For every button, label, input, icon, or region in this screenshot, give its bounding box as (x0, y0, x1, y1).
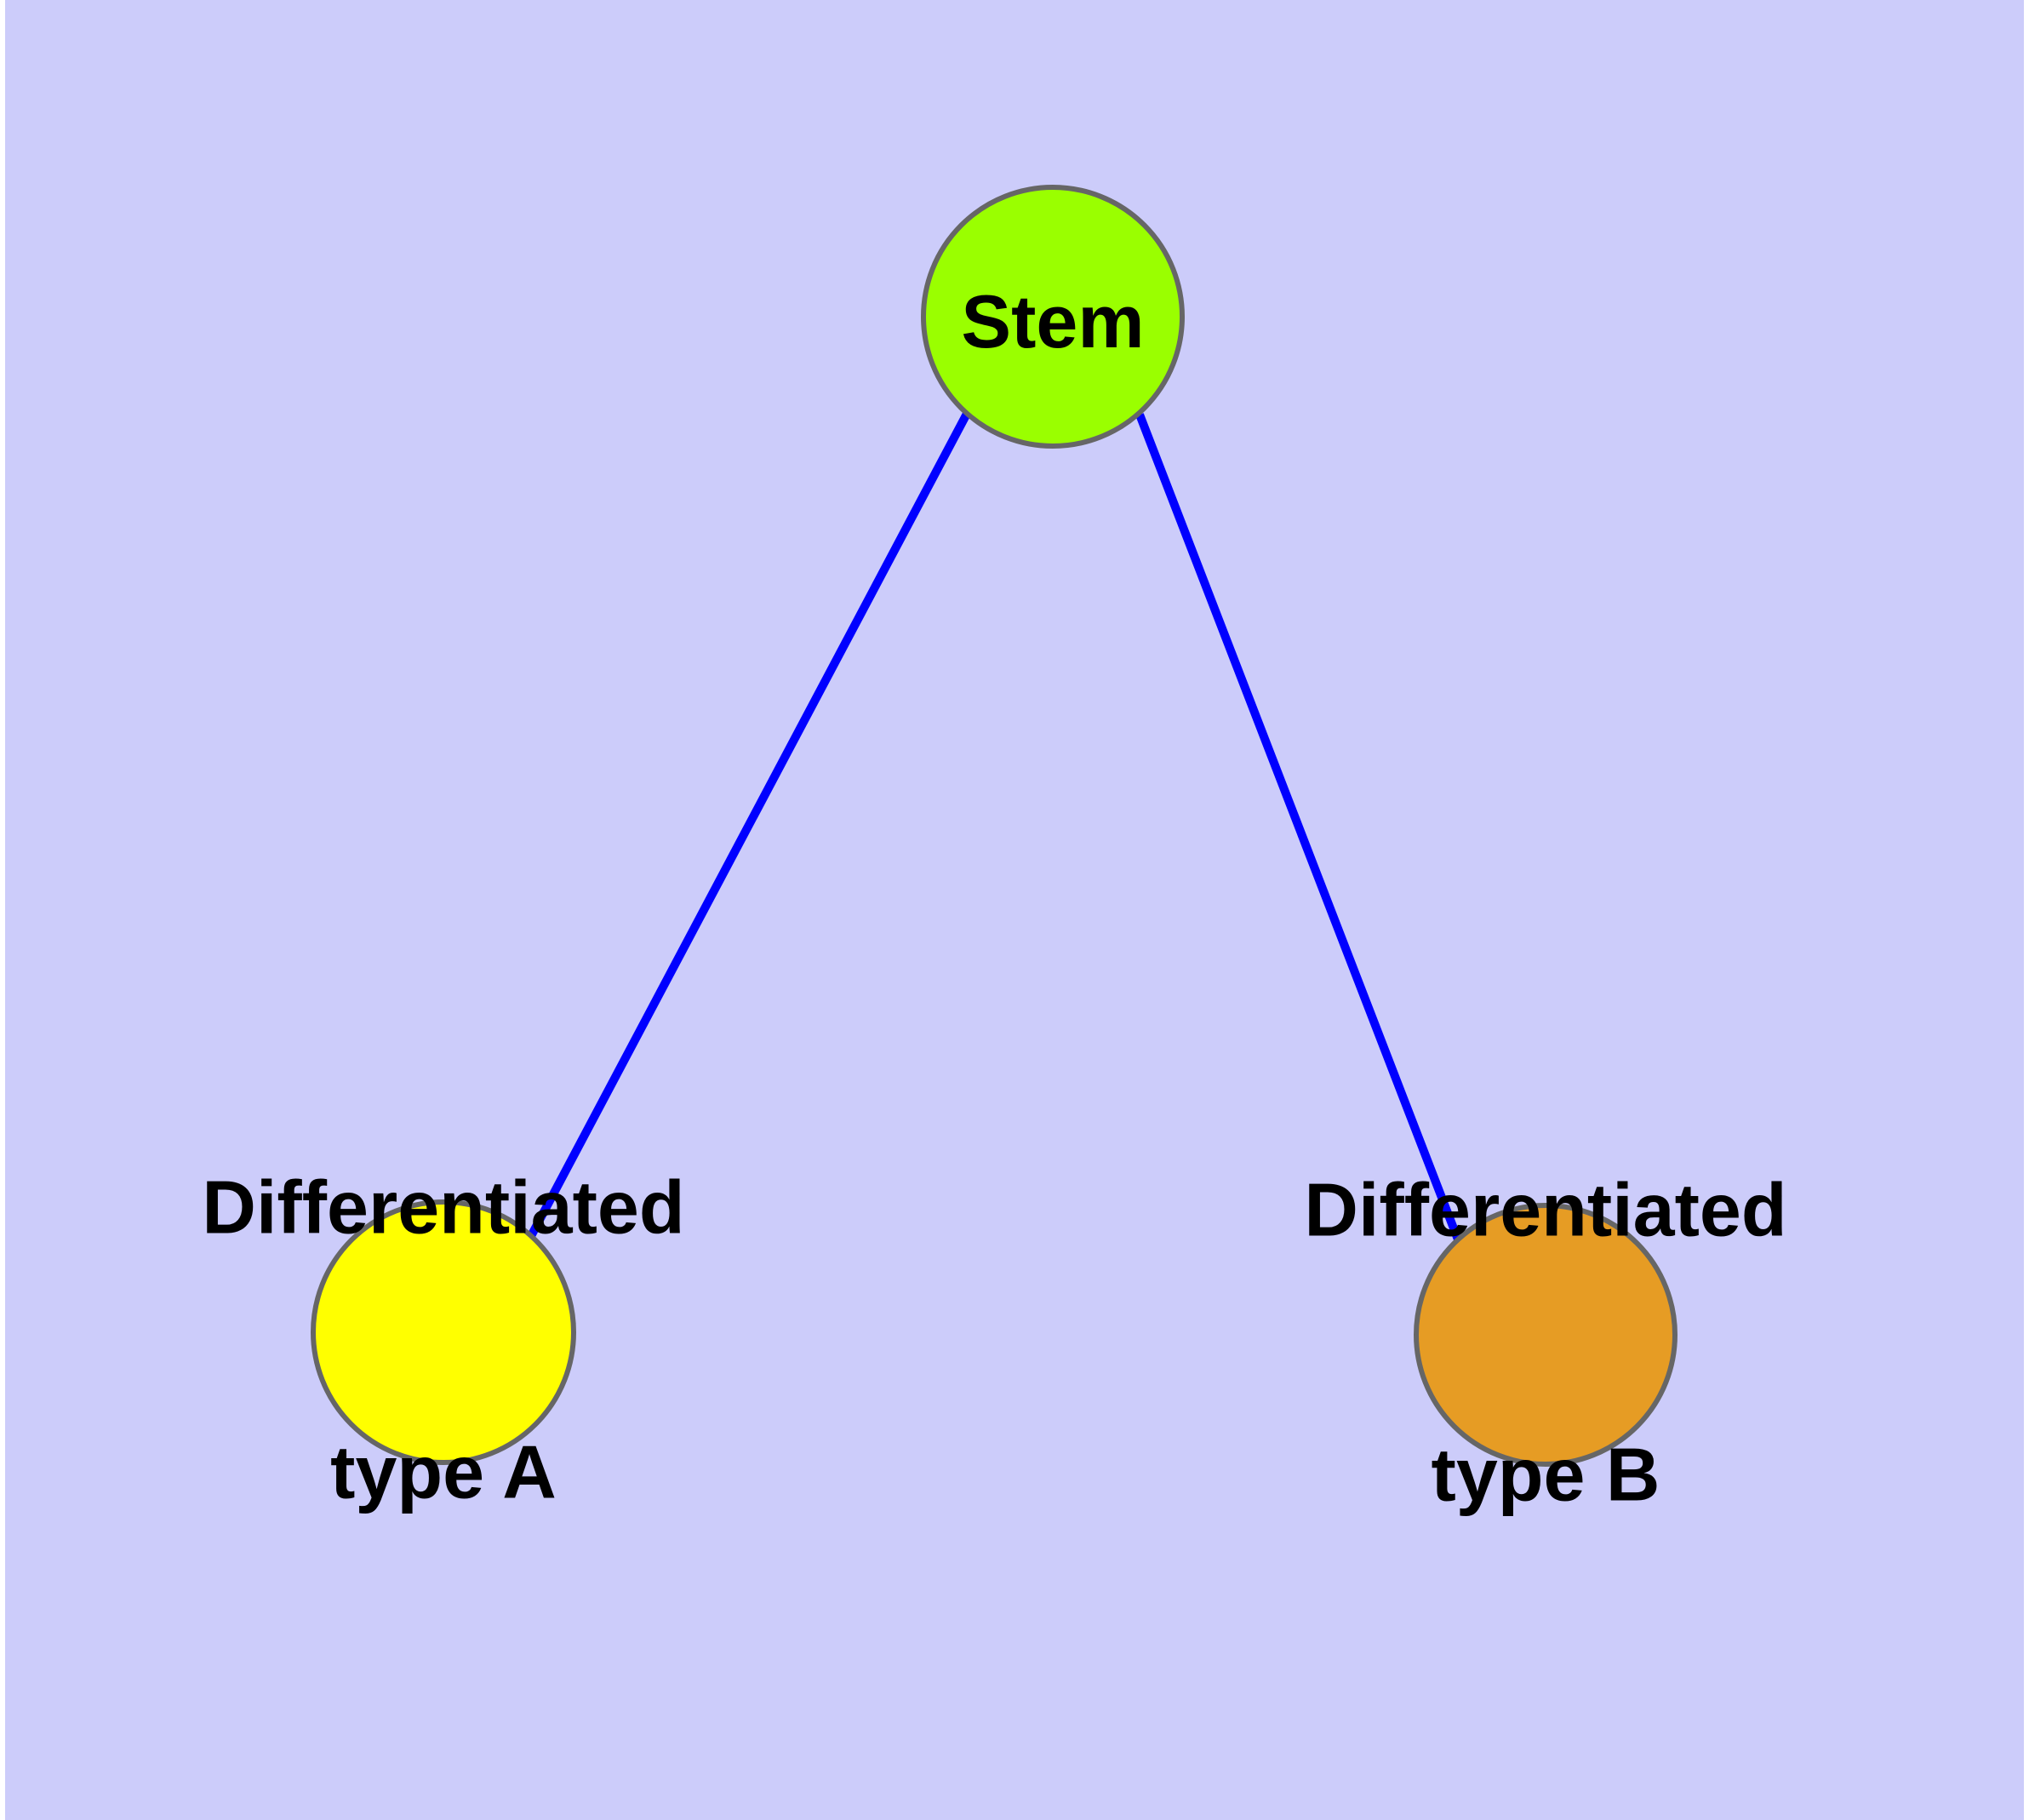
edge-layer (527, 411, 1462, 1241)
node-diff-a[interactable] (311, 1199, 576, 1465)
edge-stem-to-diff-a[interactable] (527, 411, 971, 1239)
node-diff-b[interactable] (1414, 1203, 1677, 1467)
edge-stem-to-diff-b[interactable] (1135, 413, 1462, 1241)
node-layer (311, 185, 1677, 1467)
node-stem[interactable] (921, 185, 1185, 449)
